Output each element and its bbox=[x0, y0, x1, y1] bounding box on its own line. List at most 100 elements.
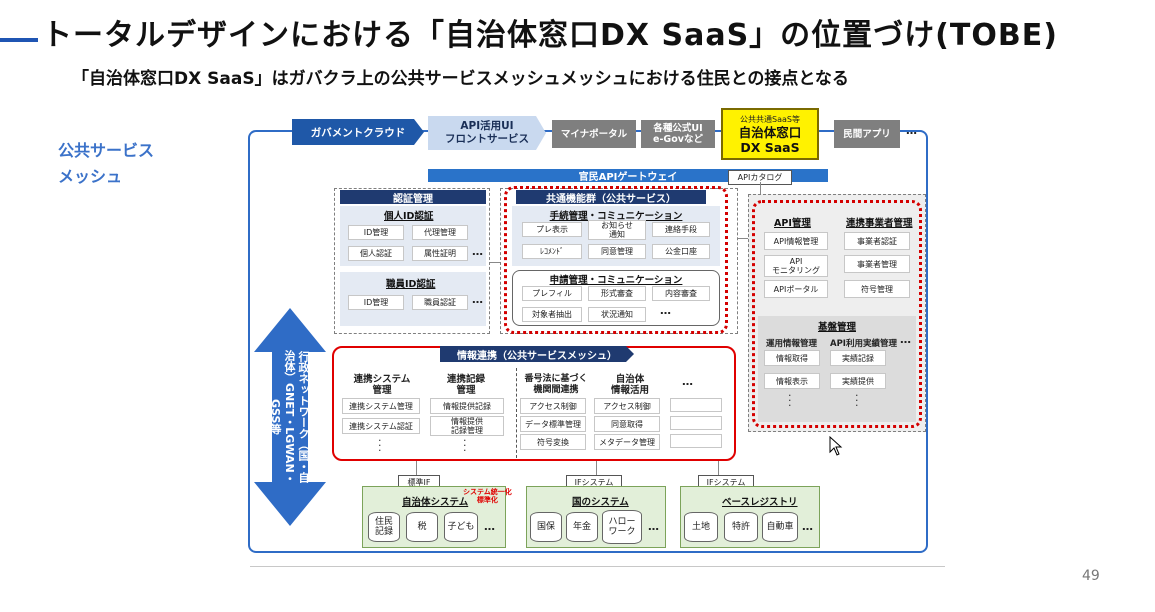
auth-header: 認証管理 bbox=[340, 190, 486, 205]
info-cell: 連携システム管理 bbox=[342, 398, 420, 414]
info-empty-cell bbox=[670, 398, 722, 412]
slide-title: トータルデザインにおける「自治体窓口DX SaaS」の位置づけ(TOBE) bbox=[42, 18, 1058, 53]
national-system-dots: … bbox=[648, 520, 659, 533]
info-more-dots: … bbox=[682, 375, 693, 388]
staff-id-title: 職員ID認証 bbox=[386, 279, 436, 290]
procedure-title: 手続管理・コミュニケーション bbox=[549, 211, 683, 222]
local-system-note: システム統一化 標準化 bbox=[463, 488, 512, 504]
auth-dots: … bbox=[472, 245, 483, 258]
info-empty-cell bbox=[670, 416, 722, 430]
partner-mgmt-title: 連携事業者管理 bbox=[846, 218, 913, 229]
local-system-db: 住民 記録 bbox=[368, 512, 400, 542]
partner-mgmt-cell: 事業者管理 bbox=[844, 255, 910, 273]
personal-id-title: 個人ID認証 bbox=[384, 211, 434, 222]
vertical-dots: ··· bbox=[378, 434, 382, 457]
procedure-cell: 公金口座 bbox=[652, 244, 710, 259]
connector-line bbox=[490, 262, 500, 263]
mynaportal-box: マイナポータル bbox=[552, 120, 636, 148]
info-cell: 情報提供 記録管理 bbox=[430, 416, 504, 436]
base-registry-db: 自動車 bbox=[762, 512, 798, 542]
partner-mgmt-cell: 符号管理 bbox=[844, 280, 910, 298]
egov-line-1: 各種公式UI bbox=[653, 123, 703, 134]
dx-saas-small-label: 公共共通SaaS等 bbox=[740, 114, 800, 124]
local-system-db: 税 bbox=[406, 512, 438, 542]
partner-mgmt-cell: 事業者認証 bbox=[844, 232, 910, 250]
application-cell: 状況通知 bbox=[588, 307, 646, 322]
vertical-dots: ··· bbox=[788, 389, 792, 412]
info-cell: アクセス制御 bbox=[520, 398, 586, 414]
application-title: 申請管理・コミュニケーション bbox=[549, 275, 683, 286]
application-cell: 形式審査 bbox=[588, 286, 646, 301]
api-ui-line-1: API活用UI bbox=[460, 120, 514, 132]
dx-saas-title-1: 自治体窓口 bbox=[738, 124, 802, 140]
connector-line bbox=[416, 461, 417, 475]
base-registry-db: 特許 bbox=[724, 512, 758, 542]
procedure-cell: プレ表示 bbox=[522, 222, 582, 237]
application-cell: 内容審査 bbox=[652, 286, 710, 301]
common-header: 共通機能群（公共サービス） bbox=[516, 190, 706, 205]
api-ui-chevron: API活用UI フロントサービス bbox=[428, 116, 546, 150]
api-mgmt-cell: APIポータル bbox=[764, 280, 828, 298]
auth-cell: 属性証明 bbox=[412, 246, 468, 261]
auth-cell: 代理管理 bbox=[412, 225, 468, 240]
base-registry-dots: … bbox=[802, 520, 813, 533]
base-mgmt-title: 基盤管理 bbox=[817, 322, 856, 333]
network-arrow bbox=[254, 308, 326, 526]
info-empty-cell bbox=[670, 434, 722, 448]
usage-cell: 実績記録 bbox=[830, 350, 886, 366]
usage-mgmt-title: API利用実績管理 bbox=[830, 339, 897, 349]
side-label: 公共サービス メッシュ bbox=[58, 138, 154, 190]
connector-line bbox=[760, 182, 761, 196]
common-highlight bbox=[504, 186, 728, 334]
procedure-cell: お知らせ 通知 bbox=[588, 220, 646, 240]
local-system-title: 自治体システム bbox=[402, 497, 469, 508]
auth-group bbox=[334, 188, 490, 334]
side-label-line-2: メッシュ bbox=[58, 167, 123, 186]
national-system-db: 国保 bbox=[530, 512, 562, 542]
auth-dots: … bbox=[472, 293, 483, 306]
info-cell: 連携システム認証 bbox=[342, 418, 420, 434]
ops-cell: 情報取得 bbox=[764, 350, 820, 366]
side-label-line-1: 公共サービス bbox=[58, 141, 155, 160]
dx-saas-box: 公共共通SaaS等 自治体窓口 DX SaaS bbox=[721, 108, 819, 160]
base-registry-db: 土地 bbox=[684, 512, 718, 542]
egov-line-2: e-Govなど bbox=[653, 134, 703, 145]
local-system-dots: … bbox=[484, 520, 495, 533]
info-cell: アクセス制御 bbox=[594, 398, 660, 414]
procedure-cell: 同意管理 bbox=[588, 244, 646, 259]
top-more-dots: … bbox=[906, 124, 917, 137]
info-cell: 符号変換 bbox=[520, 434, 586, 450]
auth-cell: ID管理 bbox=[348, 225, 404, 240]
auth-cell: 個人認証 bbox=[348, 246, 404, 261]
base-mgmt-dots: … bbox=[900, 333, 911, 346]
application-dots: … bbox=[660, 304, 671, 317]
mouse-cursor-icon bbox=[829, 436, 843, 456]
procedure-cell: 連絡手段 bbox=[652, 222, 710, 237]
info-divider bbox=[516, 368, 517, 458]
api-mgmt-cell: API モニタリング bbox=[764, 255, 828, 277]
national-system-db: ハロー ワーク bbox=[602, 510, 642, 544]
info-col2-title: 連携記録 管理 bbox=[446, 374, 485, 396]
base-registry-title: ベースレジストリ bbox=[722, 497, 798, 508]
application-cell: プレフィル bbox=[522, 286, 582, 301]
private-app-box: 民間アプリ bbox=[834, 120, 900, 148]
info-col1-title: 連携システム 管理 bbox=[353, 374, 411, 396]
dx-saas-title-2: DX SaaS bbox=[740, 139, 800, 155]
application-cell: 対象者抽出 bbox=[522, 307, 582, 322]
egov-box: 各種公式UI e-Govなど bbox=[641, 120, 715, 148]
connector-line bbox=[738, 238, 748, 239]
info-cell: 同意取得 bbox=[594, 416, 660, 432]
info-cell: データ標準管理 bbox=[520, 416, 586, 432]
management-highlight bbox=[752, 200, 922, 428]
info-cell: 情報提供記録 bbox=[430, 398, 504, 414]
local-system-db: 子ども bbox=[444, 512, 478, 542]
connector-line bbox=[596, 461, 597, 475]
ops-mgmt-title: 運用情報管理 bbox=[766, 339, 818, 349]
info-cell: メタデータ管理 bbox=[594, 434, 660, 450]
auth-cell: 職員認証 bbox=[412, 295, 468, 310]
gov-cloud-chevron: ガバメントクラウド bbox=[292, 119, 424, 145]
api-mgmt-title: API管理 bbox=[774, 218, 811, 229]
footer-line bbox=[250, 566, 945, 567]
api-ui-line-2: フロントサービス bbox=[445, 133, 529, 145]
page-number: 49 bbox=[1082, 568, 1100, 584]
